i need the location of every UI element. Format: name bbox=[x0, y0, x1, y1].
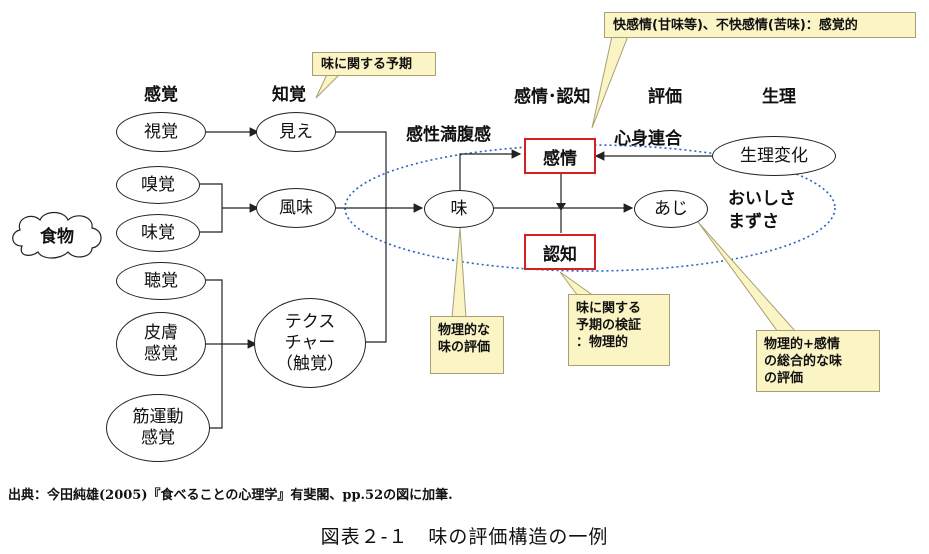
food-cloud-node: 食物 bbox=[8, 206, 106, 260]
node-texture: テクス チャー （触覚） bbox=[254, 298, 366, 388]
node-aji-kana: あじ bbox=[634, 190, 708, 228]
label-mind-body: 心身連合 bbox=[614, 129, 682, 149]
header-evaluation: 評価 bbox=[648, 87, 682, 107]
node-physiological-change: 生理変化 bbox=[712, 136, 836, 176]
node-cognition: 認知 bbox=[524, 234, 596, 270]
node-taste-sense: 味覚 bbox=[116, 214, 200, 252]
note-verification: 味に関する 予期の検証 ：物理的 bbox=[568, 294, 670, 366]
node-aji-taste: 味 bbox=[424, 190, 494, 228]
food-label: 食物 bbox=[40, 227, 74, 247]
label-satiety: 感性満腹感 bbox=[406, 125, 491, 145]
note-expectation: 味に関する予期 bbox=[312, 52, 436, 76]
note-pleasure: 快感情(甘味等)、不快感情(苦味)：感覚的 bbox=[604, 12, 916, 38]
note-combined-eval: 物理的+感情 の総合的な味 の評価 bbox=[756, 330, 880, 392]
node-flavor: 風味 bbox=[256, 188, 336, 228]
note-physical-eval: 物理的な 味の評価 bbox=[430, 316, 504, 374]
figure-caption: 図表２-１ 味の評価構造の一例 bbox=[320, 526, 609, 548]
header-physiology: 生理 bbox=[762, 87, 796, 107]
node-smell: 嗅覚 bbox=[116, 166, 200, 204]
source-citation: 出典：今田純雄(2005)『食べることの心理学』有斐閣、pp.52の図に加筆. bbox=[8, 488, 453, 503]
node-appearance: 見え bbox=[256, 112, 336, 152]
header-perception: 知覚 bbox=[272, 85, 306, 105]
header-emotion-cognition: 感情･認知 bbox=[514, 87, 591, 107]
node-muscle: 筋運動 感覚 bbox=[106, 394, 210, 462]
node-hearing: 聴覚 bbox=[116, 262, 206, 300]
node-skin: 皮膚 感覚 bbox=[116, 312, 206, 376]
node-sight: 視覚 bbox=[116, 112, 206, 152]
label-delicious: おいしさ まずさ bbox=[728, 189, 796, 232]
header-sensation: 感覚 bbox=[144, 85, 178, 105]
node-emotion: 感情 bbox=[524, 138, 596, 174]
